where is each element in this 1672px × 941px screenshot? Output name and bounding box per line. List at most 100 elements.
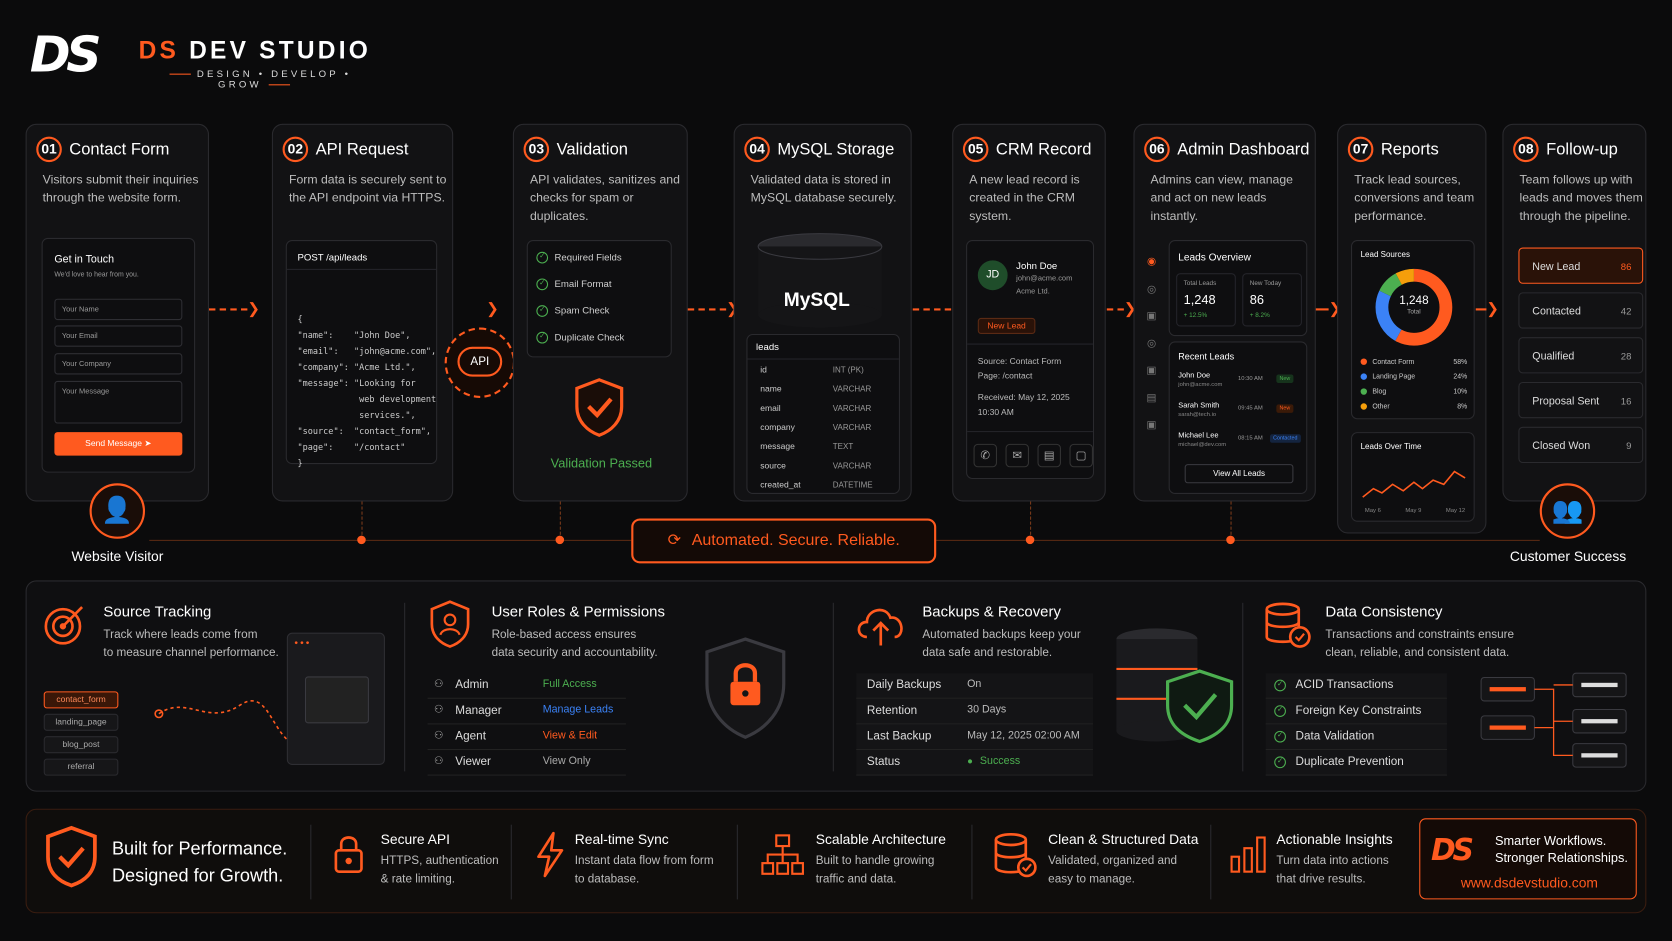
settings-icon[interactable]: ▣ [1146, 419, 1157, 432]
stage-title: API Request [315, 140, 409, 159]
chart-icon[interactable]: ▣ [1146, 364, 1157, 377]
automated-banner: ⟳Automated. Secure. Reliable. [631, 518, 937, 564]
company-field[interactable]: Your Company [54, 353, 183, 375]
stage-title: MySQL Storage [777, 140, 895, 159]
network-icon [760, 833, 805, 882]
check-icon: ✓ [1274, 679, 1286, 692]
role-name: Manager [455, 704, 502, 717]
source-tag[interactable]: referral [43, 758, 119, 776]
setting-name: Retention [866, 704, 918, 717]
line-chart-title: Leads Over Time [1360, 441, 1422, 452]
legend-value: 58% [1453, 358, 1468, 366]
column-name: company [760, 422, 795, 433]
source-tag[interactable]: contact_form [43, 691, 119, 709]
sources-title: Lead Sources [1360, 249, 1410, 260]
stage-desc: Form data is securely sent to the API en… [288, 173, 447, 205]
stage-number: 04 [744, 136, 770, 163]
backups-title: Backups & Recovery [922, 602, 1061, 620]
shield-check-icon [46, 825, 97, 888]
avatar: JD [977, 260, 1008, 291]
bar-chart-icon [1229, 833, 1267, 880]
x-tick: May 12 [1445, 507, 1466, 515]
user-icon[interactable]: ◎ [1146, 337, 1157, 350]
check-item: ✓Duplicate Prevention [1265, 750, 1447, 776]
list-icon[interactable]: ▣ [1146, 310, 1157, 323]
flow-arrow: ❯ [1475, 301, 1508, 316]
column-type: VARCHAR [832, 460, 872, 471]
source-tag[interactable]: landing_page [43, 713, 119, 731]
stage-desc: Validated data is stored in MySQL databa… [750, 173, 897, 205]
list-item[interactable]: John Doe john@acme.com 10:30 AM New [1178, 372, 1302, 398]
total-leads-tile: Total Leads 1,248 + 12.5% [1176, 273, 1236, 327]
stage-validation: 03 Validation API validates, sanitizes a… [512, 123, 688, 502]
table-name: leads [756, 341, 779, 353]
list-item[interactable]: Sarah Smith sarah@tech.io 09:45 AM New [1178, 402, 1302, 428]
table-row: Retention 30 Days [856, 698, 1093, 725]
recent-title: Recent Leads [1178, 351, 1235, 362]
home-icon[interactable]: ◉ [1146, 256, 1157, 268]
dashboard-sidebar: ◉ ◎ ▣ ◎ ▣ ▤ ▣ [1143, 249, 1160, 439]
role-permission: View & Edit [542, 729, 598, 742]
phone-icon[interactable]: ✆ [973, 443, 997, 468]
users-icon[interactable]: ◎ [1146, 283, 1157, 295]
timeline-dot [1025, 535, 1035, 545]
stage-number: 05 [962, 136, 989, 163]
team-icon: 👥 [1539, 483, 1596, 539]
api-payload-card: POST /api/leads {"name": "John Doe","ema… [285, 240, 438, 468]
chat-icon[interactable]: ▤ [1037, 443, 1061, 468]
contact-form-card: Get in Touch We'd love to hear from you.… [41, 237, 196, 473]
message-field[interactable]: Your Message [54, 380, 183, 424]
stage-title: CRM Record [995, 140, 1092, 159]
list-item[interactable]: Michael Lee michael@dev.com 08:15 AM Con… [1178, 432, 1302, 458]
timeline-dot [1226, 535, 1235, 545]
setting-value: 30 Days [967, 704, 1007, 716]
features-panel: Source Tracking Track where leads come f… [25, 580, 1647, 792]
setting-name: Last Backup [866, 729, 932, 743]
stage-mysql-storage: 04 MySQL Storage Validated data is store… [733, 123, 912, 502]
website-link[interactable]: www.dsdevstudio.com [1460, 874, 1598, 891]
status-badge: New [1276, 374, 1294, 384]
new-today-tile: New Today 86 + 8.2% [1242, 273, 1302, 327]
column-type: INT (PK) [832, 364, 864, 375]
mail-icon[interactable]: ✉ [1005, 443, 1029, 468]
view-all-leads-button[interactable]: View All Leads [1184, 464, 1294, 484]
check-item: ✓Foreign Key Constraints [1265, 698, 1447, 725]
relations-diagram [1480, 672, 1627, 768]
ds-logo: DS [1430, 832, 1474, 868]
legend-dot [1360, 388, 1367, 396]
status-badge: New Lead [977, 317, 1036, 334]
lock-icon [332, 833, 366, 882]
realtime-sync-title: Real-time Sync [574, 831, 669, 848]
donut-slice [1375, 268, 1453, 346]
stage-number: 01 [36, 136, 62, 163]
stage-title: Follow-up [1546, 140, 1618, 159]
legend-value: 8% [1457, 403, 1468, 411]
doc-icon[interactable]: ▤ [1146, 392, 1157, 404]
send-message-button[interactable]: Send Message ➤ [54, 432, 183, 456]
tile-label: New Today [1249, 280, 1282, 287]
stage-title: Validation [556, 140, 628, 159]
source-tag[interactable]: blog_post [43, 736, 119, 754]
legend-dot [1360, 373, 1367, 381]
column-type: VARCHAR [832, 403, 872, 413]
email-field[interactable]: Your Email [54, 325, 183, 347]
name-field[interactable]: Your Name [54, 298, 183, 321]
stage-number: 07 [1347, 136, 1374, 163]
note-icon[interactable]: ▢ [1069, 443, 1093, 468]
check-required: ✓Required Fields [536, 252, 622, 264]
stage-number: 06 [1144, 136, 1170, 163]
check-item: ✓Data Validation [1265, 724, 1447, 751]
timeline-line [936, 539, 1540, 541]
